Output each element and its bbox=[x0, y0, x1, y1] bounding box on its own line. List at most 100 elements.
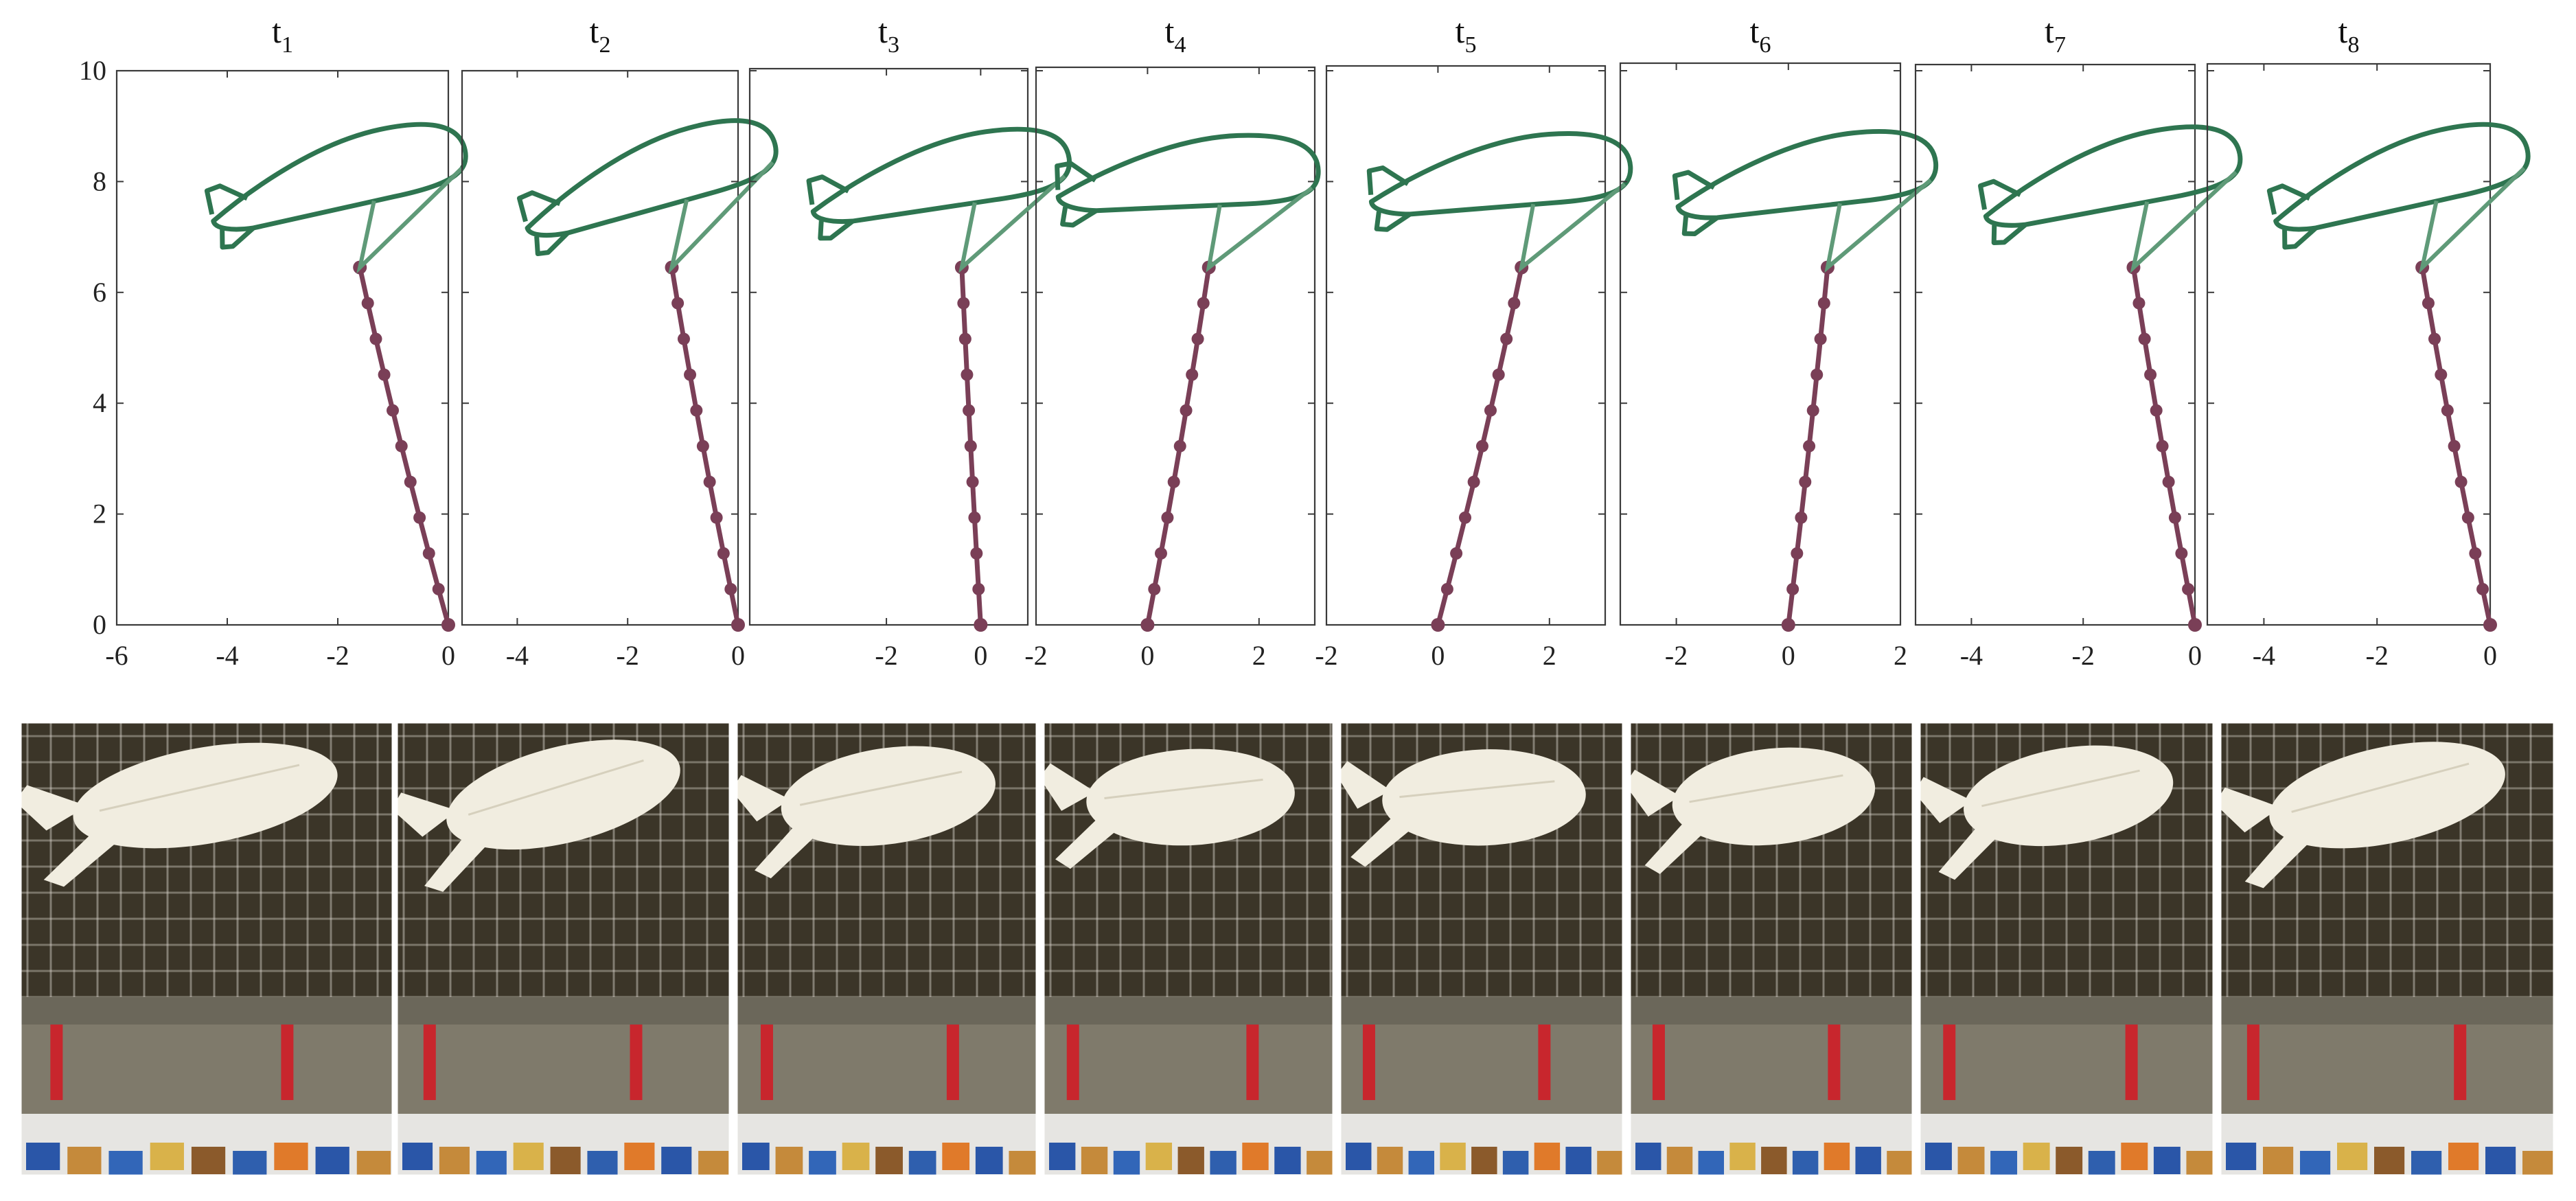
floor-equipment bbox=[1635, 1143, 1661, 1170]
tether-node bbox=[1806, 404, 1819, 417]
panel-title-subscript: 6 bbox=[1759, 32, 1771, 58]
tether-node bbox=[2448, 439, 2461, 453]
floor-equipment bbox=[698, 1151, 729, 1176]
airship-envelope bbox=[1368, 131, 1633, 217]
tether-node bbox=[441, 618, 455, 632]
red-banner bbox=[1362, 1025, 1375, 1100]
experiment-photo-4 bbox=[1042, 721, 1335, 1177]
x-tick-label: 2 bbox=[1252, 640, 1266, 671]
tether-node bbox=[710, 511, 723, 524]
floor-equipment bbox=[1346, 1143, 1372, 1170]
airship-photo-lower-fin bbox=[424, 837, 487, 892]
wall-band bbox=[1920, 997, 2213, 1025]
experiment-photo-7 bbox=[1918, 721, 2215, 1177]
x-tick-label: 2 bbox=[1543, 640, 1556, 671]
airship-photo-seam bbox=[1689, 774, 1843, 803]
floor-equipment bbox=[2374, 1147, 2405, 1174]
floor-equipment bbox=[624, 1143, 655, 1170]
airship-upper-fin bbox=[1366, 165, 1410, 196]
floor-equipment bbox=[402, 1143, 433, 1170]
panel-title-subscript: 8 bbox=[2347, 32, 2359, 58]
panel-title: t2 bbox=[590, 12, 611, 58]
airship-upper-fin bbox=[516, 190, 561, 222]
floor-equipment bbox=[1887, 1151, 1913, 1176]
airship-envelope bbox=[810, 126, 1072, 225]
floor-equipment bbox=[233, 1151, 267, 1176]
tether-node bbox=[964, 439, 977, 453]
red-banner bbox=[1828, 1025, 1841, 1100]
x-tick-label: -4 bbox=[506, 640, 529, 671]
red-banner bbox=[1943, 1025, 1956, 1100]
tether-node bbox=[2182, 582, 2195, 595]
airship-photo-lower-fin bbox=[1055, 819, 1115, 869]
airship-model bbox=[204, 122, 468, 274]
photo-border bbox=[1339, 721, 1624, 1177]
floor-equipment bbox=[842, 1143, 870, 1170]
floor-equipment bbox=[661, 1147, 692, 1174]
floor-equipment bbox=[2023, 1143, 2050, 1170]
x-tick-label: -4 bbox=[2253, 640, 2275, 671]
panel-title-subscript: 3 bbox=[888, 32, 899, 58]
axes-frame bbox=[748, 67, 1029, 626]
tether-node bbox=[1140, 618, 1155, 632]
floor-equipment bbox=[809, 1151, 836, 1176]
x-tick-label: -2 bbox=[1315, 640, 1337, 671]
tether-node bbox=[703, 475, 716, 488]
x-tick-label: -2 bbox=[2072, 640, 2095, 671]
tether-node bbox=[1154, 547, 1167, 560]
floor-equipment bbox=[1009, 1151, 1037, 1176]
panel-title: t3 bbox=[878, 12, 899, 58]
tether-node bbox=[387, 404, 400, 417]
tether-node bbox=[671, 297, 685, 310]
axes-frame bbox=[1619, 62, 1902, 626]
floor-equipment bbox=[1957, 1147, 1985, 1174]
airship-photo-envelope bbox=[2269, 742, 2505, 849]
airship-envelope bbox=[2273, 122, 2531, 232]
x-tick-label: -6 bbox=[105, 640, 128, 671]
red-banner bbox=[760, 1025, 773, 1100]
floor-equipment bbox=[2153, 1147, 2181, 1174]
tether-node bbox=[968, 511, 981, 524]
floor-equipment bbox=[942, 1143, 970, 1170]
experiment-photo-6 bbox=[1629, 721, 1914, 1177]
red-banner bbox=[630, 1025, 643, 1100]
airship-model bbox=[1672, 128, 1939, 273]
experiment-photo-1 bbox=[19, 721, 394, 1177]
y-tick-label: 2 bbox=[93, 499, 106, 529]
airship-lower-fin bbox=[2282, 226, 2318, 250]
airship-photo-upper-fin bbox=[2220, 787, 2281, 833]
tether-node bbox=[1173, 439, 1186, 453]
tether-node bbox=[677, 332, 690, 345]
airship-upper-fin bbox=[806, 174, 850, 205]
floor-equipment bbox=[108, 1151, 143, 1176]
tether-node bbox=[2168, 511, 2181, 524]
photo-border bbox=[2219, 721, 2555, 1177]
wall-band bbox=[1044, 997, 1333, 1025]
panel-title-base: t bbox=[590, 12, 599, 50]
floor-equipment bbox=[1307, 1151, 1333, 1176]
experiment-photo-3 bbox=[735, 721, 1038, 1177]
airship-photo-lower-fin bbox=[1938, 827, 1996, 880]
red-banner bbox=[281, 1025, 294, 1100]
wall-band bbox=[737, 997, 1037, 1025]
airship-lower-fin bbox=[1374, 211, 1412, 232]
x-tick-label: 0 bbox=[2483, 640, 2497, 671]
panel-title: t8 bbox=[2338, 12, 2360, 58]
floor-equipment bbox=[2186, 1151, 2213, 1176]
floor-equipment bbox=[2522, 1151, 2553, 1176]
tether-node bbox=[1795, 511, 1808, 524]
tether-node bbox=[2188, 618, 2202, 632]
axes-frame bbox=[1325, 65, 1607, 626]
x-tick-label: -2 bbox=[326, 640, 349, 671]
airship-photo-envelope bbox=[1964, 745, 2174, 847]
airship-envelope bbox=[525, 118, 779, 238]
tether-node bbox=[957, 297, 970, 310]
floor-equipment bbox=[1440, 1143, 1466, 1170]
airship-photo-envelope bbox=[781, 746, 996, 846]
floor-equipment bbox=[1597, 1151, 1623, 1176]
airship-upper-fin bbox=[1672, 170, 1716, 201]
